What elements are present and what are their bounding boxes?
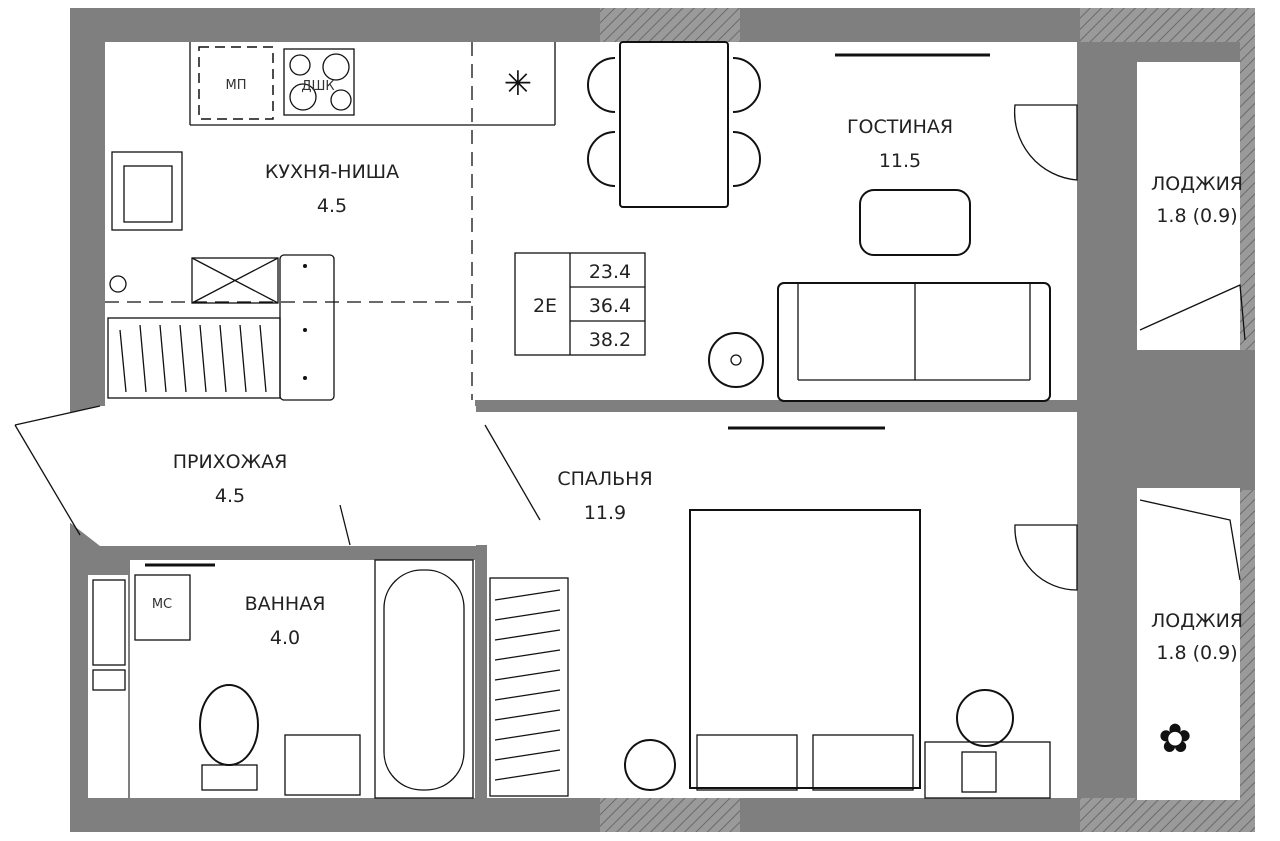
bathroom-area: 4.0	[270, 627, 300, 649]
entrance-door	[14, 405, 541, 546]
kitchen-counter: МП ДШК ✳	[105, 42, 556, 401]
vacuum-icon	[708, 332, 764, 388]
loggia-door-top	[1139, 284, 1246, 341]
sink-icon	[111, 151, 183, 231]
area-summary: 2E 23.4 36.4 38.2	[514, 252, 646, 356]
laptop-icon	[961, 751, 997, 793]
gas-icon	[109, 275, 127, 293]
room-areas	[10, 42, 1240, 800]
hallway-area: 4.5	[215, 485, 245, 507]
plant-icon: ✿	[1158, 716, 1192, 762]
loggia-door-bottom	[1139, 499, 1241, 581]
fridge-icon: ✳	[504, 64, 533, 104]
living-area: 11.5	[879, 150, 921, 172]
dining-table-icon	[619, 41, 729, 208]
total-area-value: 36.4	[589, 295, 631, 317]
loggia-bottom-name: ЛОДЖИЯ	[1151, 610, 1243, 632]
pouf-icon	[624, 739, 676, 791]
kitchen-area: 4.5	[317, 195, 347, 217]
door-bedroom-balcony	[1014, 524, 1078, 591]
chair-icon	[956, 689, 1014, 747]
microwave-label: МП	[226, 78, 247, 93]
washer-label: МС	[152, 597, 172, 612]
sofa-icon	[777, 282, 1051, 402]
closet-icon	[107, 317, 281, 399]
living-furniture	[587, 41, 1078, 402]
bed-icon	[689, 509, 921, 789]
hob-icon	[191, 257, 279, 304]
cooktop-icon	[283, 48, 355, 116]
loggia-details: ✿	[1139, 284, 1246, 762]
area-with-loggias-value: 38.2	[589, 329, 631, 351]
bedroom-name: СПАЛЬНЯ	[557, 468, 652, 490]
loggia-top-name: ЛОДЖИЯ	[1151, 173, 1243, 195]
dishwasher-label: ДШК	[301, 79, 334, 94]
bathroom-name: ВАННАЯ	[245, 593, 326, 615]
wardrobe-icon	[489, 577, 569, 797]
microwave-icon	[198, 46, 274, 120]
loggia-top-area: 1.8 (0.9)	[1156, 205, 1237, 227]
room-labels: КУХНЯ-НИША 4.5 ГОСТИНАЯ 11.5 ПРИХОЖАЯ 4.…	[173, 116, 1243, 664]
bathtub-icon	[374, 559, 474, 799]
living-name: ГОСТИНАЯ	[847, 116, 953, 138]
shaft-icon	[92, 579, 126, 666]
desk-icon	[924, 741, 1051, 799]
door-living-balcony	[1013, 104, 1078, 181]
hallway-name: ПРИХОЖАЯ	[173, 451, 288, 473]
apartment-type: 2E	[533, 295, 557, 317]
bathroom-fixtures: МС	[92, 559, 474, 799]
living-area-value: 23.4	[589, 261, 631, 283]
kitchen-name: КУХНЯ-НИША	[265, 161, 399, 183]
sink-icon	[284, 734, 361, 796]
bedroom-furniture	[489, 426, 1078, 799]
washer-icon	[134, 574, 191, 641]
loggia-bottom-area: 1.8 (0.9)	[1156, 642, 1237, 664]
coffee-table-icon	[859, 189, 971, 256]
bedroom-area: 11.9	[584, 502, 626, 524]
